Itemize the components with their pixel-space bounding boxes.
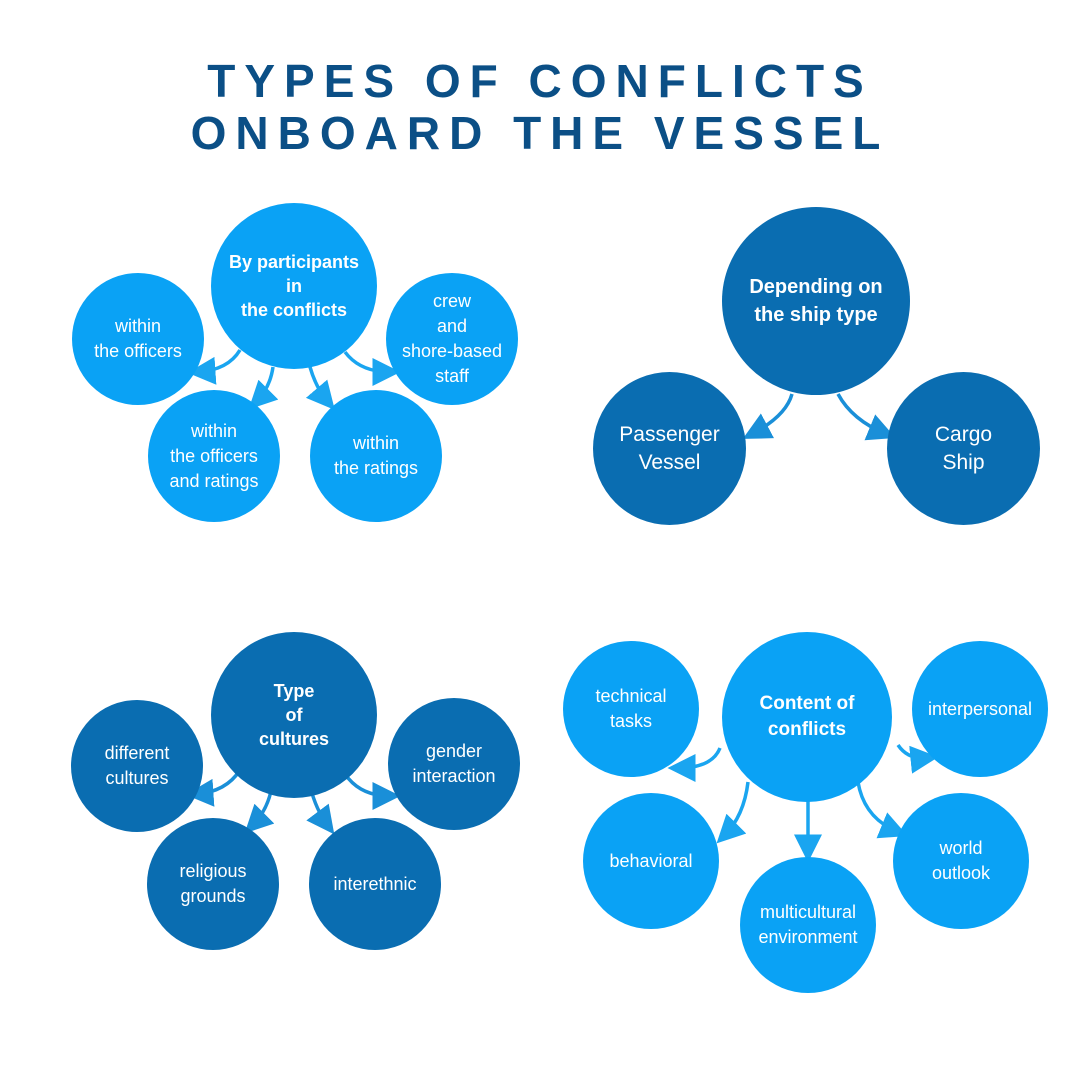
title-line-2: ONBOARD THE VESSEL bbox=[190, 107, 890, 159]
node-within-officers-ratings-label: within the officers and ratings bbox=[169, 420, 259, 491]
node-crew-shore-staff: crew and shore-based staff bbox=[386, 273, 518, 405]
arrow-to-technical bbox=[667, 747, 722, 782]
node-technical-tasks-label: technical tasks bbox=[595, 686, 667, 731]
node-different-cultures-label: different cultures bbox=[104, 743, 170, 788]
node-ship-type: Depending on the ship type bbox=[722, 207, 910, 395]
node-world-outlook: world outlook bbox=[893, 793, 1029, 929]
page-title: TYPES OF CONFLICTS ONBOARD THE VESSEL bbox=[0, 55, 1080, 159]
arrow-to-passenger bbox=[742, 393, 794, 439]
node-within-officers-label: within the officers bbox=[94, 316, 182, 361]
node-religious-grounds: religious grounds bbox=[147, 818, 279, 950]
node-different-cultures: different cultures bbox=[71, 700, 203, 832]
arrow-to-world-outlook bbox=[856, 781, 908, 839]
node-crew-shore-staff-label: crew and shore-based staff bbox=[401, 291, 503, 386]
arrow-to-officers-ratings bbox=[248, 366, 279, 410]
node-religious-grounds-label: religious grounds bbox=[179, 861, 247, 906]
arrow-to-gender bbox=[343, 772, 401, 810]
node-interpersonal: interpersonal bbox=[912, 641, 1048, 777]
node-within-officers: within the officers bbox=[72, 273, 204, 405]
arrow-to-cargo bbox=[836, 393, 896, 441]
node-interethnic: interethnic bbox=[309, 818, 441, 950]
node-world-outlook-label: world outlook bbox=[931, 838, 991, 883]
node-by-participants: By participants in the conflicts bbox=[211, 203, 377, 369]
node-multicultural-environment: multicultural environment bbox=[740, 857, 876, 993]
node-technical-tasks: technical tasks bbox=[563, 641, 699, 777]
arrow-to-different-cultures bbox=[185, 769, 242, 807]
node-within-ratings-label: within the ratings bbox=[333, 433, 419, 478]
arrow-to-behavioral bbox=[716, 781, 750, 844]
node-type-of-cultures: Type of cultures bbox=[211, 632, 377, 798]
node-gender-interaction: gender interaction bbox=[388, 698, 520, 830]
node-multicultural-environment-label: multicultural environment bbox=[758, 902, 858, 947]
node-content-of-conflicts-label: Content of conflicts bbox=[759, 693, 855, 740]
node-by-participants-label: By participants in the conflicts bbox=[228, 252, 360, 320]
node-behavioral: behavioral bbox=[583, 793, 719, 929]
node-gender-interaction-label: gender interaction bbox=[412, 741, 496, 786]
node-type-of-cultures-label: Type of cultures bbox=[258, 681, 330, 749]
arrow-to-interpersonal bbox=[896, 743, 939, 774]
node-cargo-ship-label: Cargo Ship bbox=[934, 422, 993, 474]
node-interpersonal-label: interpersonal bbox=[927, 698, 1033, 719]
node-passenger-vessel-label: Passenger Vessel bbox=[619, 422, 720, 474]
node-interethnic-label: interethnic bbox=[333, 873, 417, 894]
title-line-1: TYPES OF CONFLICTS bbox=[207, 55, 873, 107]
node-content-of-conflicts: Content of conflicts bbox=[722, 632, 892, 802]
arrow-to-within-ratings bbox=[305, 366, 335, 410]
node-within-ratings: within the ratings bbox=[310, 390, 442, 522]
arrow-to-crew-shore bbox=[343, 350, 401, 386]
arrow-to-within-officers bbox=[187, 349, 242, 385]
node-cargo-ship: Cargo Ship bbox=[887, 372, 1040, 525]
node-within-officers-ratings: within the officers and ratings bbox=[148, 390, 280, 522]
node-ship-type-label: Depending on the ship type bbox=[749, 276, 883, 326]
node-passenger-vessel: Passenger Vessel bbox=[593, 372, 746, 525]
node-behavioral-label: behavioral bbox=[609, 850, 693, 871]
